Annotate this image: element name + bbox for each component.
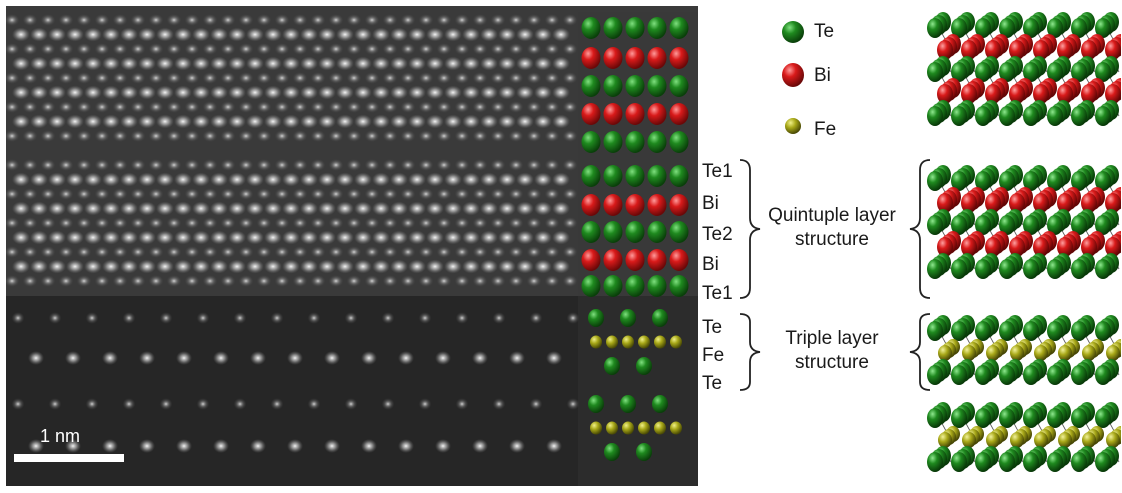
ql-label-te2: Te2: [702, 224, 733, 245]
stem-atom-columns: [6, 14, 580, 453]
triple-structure-label: Triple layer structure: [762, 327, 902, 375]
model-triple-block-lower: [927, 402, 1121, 472]
ql-label-te1-top: Te1: [702, 161, 733, 182]
ql-label-bi-1: Bi: [702, 193, 719, 214]
triple-brace-right: [909, 313, 931, 391]
quintuple-brace-right: [909, 159, 931, 299]
atomic-overlay-model: [578, 12, 698, 486]
model-quintuple-block-top: [927, 12, 1121, 126]
ql-label-bi-2: Bi: [702, 254, 719, 275]
legend-bi-swatch: [782, 63, 804, 87]
scale-bar: [14, 454, 124, 462]
crystal-structure-3d-model: [927, 12, 1121, 472]
tl-label-te-top: Te: [702, 317, 723, 338]
triple-brace-left: [739, 313, 761, 391]
legend-fe-swatch: [785, 118, 801, 134]
scale-bar-label: 1 nm: [40, 426, 81, 446]
model-triple-block-upper: [927, 315, 1121, 385]
legend-te-label: Te: [814, 21, 835, 42]
quintuple-brace-left: [739, 159, 761, 299]
triple-structure-label-line2: structure: [795, 352, 869, 373]
triple-structure-label-line1: Triple layer: [785, 328, 879, 349]
quintuple-structure-label: Quintuple layer structure: [762, 204, 902, 252]
tl-label-te-bottom: Te: [702, 373, 723, 394]
legend-bi-label: Bi: [814, 65, 831, 86]
quintuple-structure-label-line1: Quintuple layer: [768, 205, 896, 226]
model-quintuple-block-middle: [927, 165, 1121, 279]
stem-micrograph: [6, 6, 698, 486]
tl-label-fe: Fe: [702, 345, 725, 366]
legend-te-swatch: [782, 21, 804, 43]
legend-fe-label: Fe: [814, 119, 837, 140]
quintuple-structure-label-line2: structure: [795, 229, 869, 250]
ql-label-te1-bottom: Te1: [702, 283, 733, 304]
